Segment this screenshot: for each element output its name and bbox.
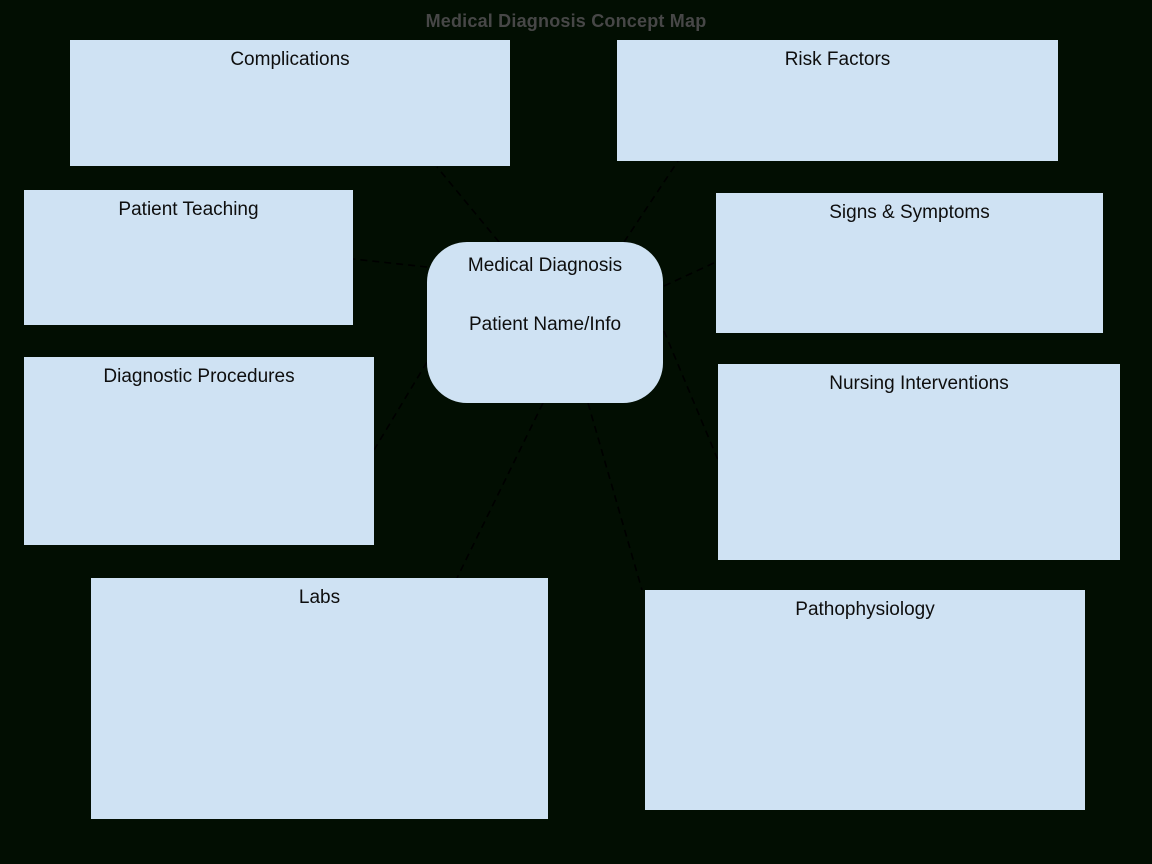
node-nursing-interventions[interactable]: Nursing Interventions	[718, 364, 1120, 560]
connector-center-to-labs	[456, 402, 544, 579]
node-label: Pathophysiology	[795, 599, 935, 620]
node-pathophysiology[interactable]: Pathophysiology	[645, 590, 1085, 810]
node-label: Complications	[230, 49, 350, 70]
node-label: Risk Factors	[784, 49, 891, 70]
center-node-title: Medical Diagnosis	[467, 255, 623, 276]
node-risk-factors[interactable]: Risk Factors	[617, 40, 1058, 161]
connector-center-to-patient-teaching	[352, 258, 428, 268]
node-label: Patient Teaching	[118, 199, 259, 220]
node-label: Nursing Interventions	[829, 373, 1009, 394]
connector-center-to-diagnostic-procedures	[373, 361, 428, 451]
node-signs-symptoms[interactable]: Signs & Symptoms	[716, 193, 1103, 333]
node-label: Diagnostic Procedures	[103, 366, 295, 387]
connector-center-to-risk-factors	[623, 160, 679, 243]
connector-center-to-complications	[436, 166, 500, 243]
node-complications[interactable]: Complications	[70, 40, 510, 166]
node-labs[interactable]: Labs	[91, 578, 548, 819]
node-label: Signs & Symptoms	[829, 202, 990, 223]
connector-center-to-signs-symptoms	[663, 261, 717, 287]
node-center-medical-diagnosis[interactable]: Medical Diagnosis Patient Name/Info	[427, 242, 663, 403]
connector-center-to-pathophysiology	[587, 402, 643, 591]
node-patient-teaching[interactable]: Patient Teaching	[24, 190, 353, 325]
node-diagnostic-procedures[interactable]: Diagnostic Procedures	[24, 357, 374, 545]
connector-center-to-nursing-interventions	[663, 330, 719, 461]
diagram-title: Medical Diagnosis Concept Map	[425, 11, 707, 31]
node-label: Labs	[298, 587, 341, 608]
center-node-subtitle: Patient Name/Info	[468, 314, 622, 335]
